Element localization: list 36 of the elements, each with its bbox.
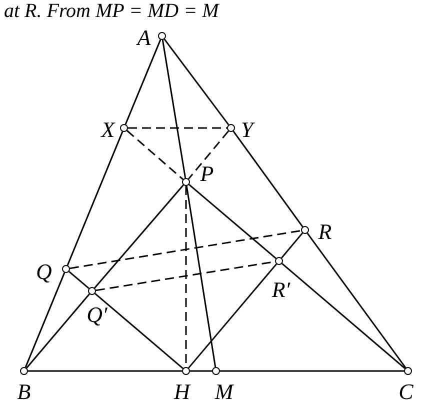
- line-segment: [164, 38, 230, 126]
- dashed-segment: [126, 130, 184, 180]
- point-label: C: [398, 381, 414, 403]
- line-segment: [94, 184, 184, 288]
- line-segment: [66, 131, 124, 266]
- line-segment: [282, 263, 406, 369]
- point-label: H: [174, 381, 190, 403]
- point-label: Y: [240, 119, 254, 141]
- line-segment: [306, 232, 406, 368]
- point-label: B: [17, 381, 31, 403]
- line-segment: [188, 184, 276, 259]
- point-label: M: [214, 381, 234, 403]
- point-label: Q′: [86, 304, 108, 326]
- line-segment: [68, 271, 90, 289]
- line-segment: [190, 370, 212, 372]
- point-label: P: [200, 163, 214, 185]
- dashed-segment: [128, 127, 227, 129]
- line-segment: [232, 130, 304, 228]
- text-fragment: at R. From MP = MD = M: [4, 0, 219, 22]
- line-segment: [124, 39, 162, 125]
- line-segment: [162, 40, 186, 178]
- line-segment: [24, 272, 66, 368]
- line-segment: [28, 370, 182, 372]
- point-label: X: [101, 119, 115, 141]
- point-label: A: [137, 27, 151, 49]
- dashed-segment: [70, 230, 302, 270]
- line-segment: [281, 232, 303, 258]
- point-label: R′: [272, 279, 290, 301]
- line-segment: [94, 293, 184, 369]
- dashed-segment: [188, 130, 230, 180]
- point-label: Q: [36, 261, 52, 283]
- line-segment: [188, 264, 277, 368]
- line-segment: [26, 294, 90, 368]
- point-label: R: [318, 221, 332, 243]
- line-segment: [186, 186, 216, 368]
- line-segment: [220, 370, 404, 372]
